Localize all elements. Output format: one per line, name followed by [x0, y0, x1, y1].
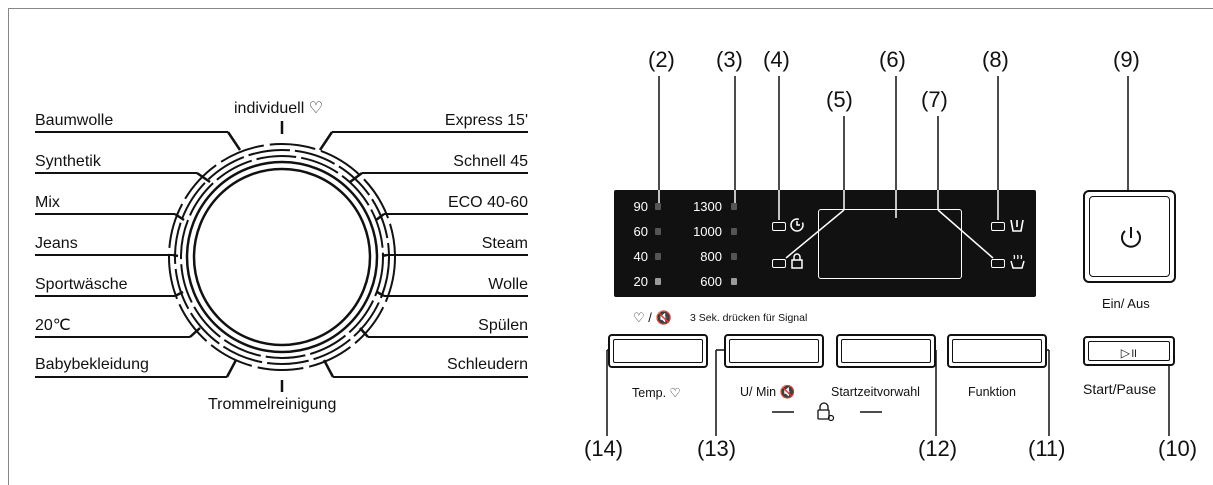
program-spuelen: Spülen: [478, 317, 528, 334]
diagram-frame: [8, 8, 1213, 485]
lcd-screen: [818, 209, 962, 279]
speed-600: 600: [700, 274, 722, 289]
program-eco-40-60: ECO 40-60: [447, 194, 528, 211]
spin-button-label: U/ Min 🔇: [740, 385, 796, 399]
leader-line: [35, 131, 228, 133]
temp-40: 40: [633, 249, 648, 264]
power-icon: [1121, 227, 1141, 248]
program-wolle: Wolle: [488, 276, 528, 293]
program-express-15: Express 15': [444, 112, 528, 129]
door-lock-icon: [791, 253, 803, 269]
leader-line: [35, 254, 173, 256]
prewash-icon: [1010, 219, 1024, 232]
callout-4: (4): [763, 47, 790, 72]
program-baumwolle: Baumwolle: [35, 112, 114, 129]
leader-line: [35, 376, 227, 378]
delay-start-button-label: Startzeitvorwahl: [831, 385, 920, 399]
callout-2: (2): [648, 47, 675, 72]
function-button-label: Funktion: [968, 385, 1016, 399]
door-lock-lamp: [772, 259, 786, 268]
power-button-label: Ein/ Aus: [1102, 296, 1150, 311]
prewash-lamp: [991, 222, 1005, 231]
callout-10: (10): [1158, 436, 1198, 461]
temp-60: 60: [633, 224, 648, 239]
speed-indicator: [731, 203, 737, 210]
leader-line: [35, 295, 175, 297]
timer-lamp: [772, 222, 786, 231]
program-20c: 20℃: [35, 317, 71, 334]
steam-lamp: [991, 259, 1005, 268]
leader-line: [333, 376, 528, 378]
temp-indicator: [655, 253, 661, 260]
leader-line: [368, 336, 528, 338]
function-button[interactable]: [947, 334, 1047, 368]
speed-1300: 1300: [693, 199, 722, 214]
leader-line: [332, 131, 528, 133]
child-lock-combo: [772, 402, 882, 422]
dial-label-trommelreinigung: Trommelreinigung: [208, 396, 337, 413]
delay-start-button[interactable]: [836, 334, 936, 368]
leader-line: [384, 213, 528, 215]
program-mix: Mix: [35, 194, 60, 211]
program-steam: Steam: [481, 235, 528, 252]
speed-indicator: [731, 228, 737, 235]
temp-indicator: [655, 203, 661, 210]
callout-8: (8): [982, 47, 1009, 72]
leader-line: [35, 336, 190, 338]
callout-3: (3): [716, 47, 743, 72]
temp-indicator: [655, 228, 661, 235]
leader-line: [384, 295, 528, 297]
start-pause-label: Start/Pause: [1083, 381, 1157, 397]
signal-icons: ♡ / 🔇: [633, 310, 672, 325]
steam-icon: [1010, 254, 1025, 269]
callout-13: (13): [697, 436, 737, 461]
signal-hint: 3 Sek. drücken für Signal: [690, 312, 808, 324]
temp-indicator: [655, 278, 661, 285]
leader-line: [35, 213, 175, 215]
callout-7: (7): [921, 87, 948, 112]
program-babybekleidung: Babybekleidung: [35, 356, 149, 373]
speed-800: 800: [700, 249, 722, 264]
timer-icon: [790, 218, 804, 232]
callout-9: (9): [1113, 47, 1140, 72]
start-pause-button[interactable]: ▷॥: [1083, 336, 1175, 366]
callout-11: (11): [1028, 436, 1066, 461]
dial-label-individuell: individuell ♡: [234, 100, 324, 117]
callout-6: (6): [879, 47, 906, 72]
spin-button[interactable]: [724, 334, 824, 368]
speed-indicator: [731, 253, 737, 260]
child-lock-icon: [817, 402, 835, 422]
leader-line: [362, 172, 528, 174]
speed-indicator: [731, 278, 737, 285]
program-schnell-45: Schnell 45: [453, 153, 528, 170]
temp-90: 90: [633, 199, 648, 214]
display-panel: [614, 190, 1036, 297]
temp-20: 20: [633, 274, 648, 289]
program-schleudern: Schleudern: [447, 356, 528, 373]
program-sportwaesche: Sportwäsche: [35, 276, 128, 293]
program-synthetik: Synthetik: [35, 153, 101, 170]
power-button[interactable]: [1083, 190, 1176, 283]
leader-line: [387, 254, 528, 256]
play-pause-icon: ▷॥: [1120, 346, 1138, 360]
program-jeans: Jeans: [35, 235, 78, 252]
temp-button-label: Temp. ♡: [632, 386, 681, 400]
callout-12: (12): [918, 436, 958, 461]
callout-5: (5): [826, 87, 853, 112]
temp-button[interactable]: [608, 334, 708, 368]
callout-14: (14): [584, 436, 624, 461]
leader-line: [35, 172, 197, 174]
speed-1000: 1000: [693, 224, 722, 239]
